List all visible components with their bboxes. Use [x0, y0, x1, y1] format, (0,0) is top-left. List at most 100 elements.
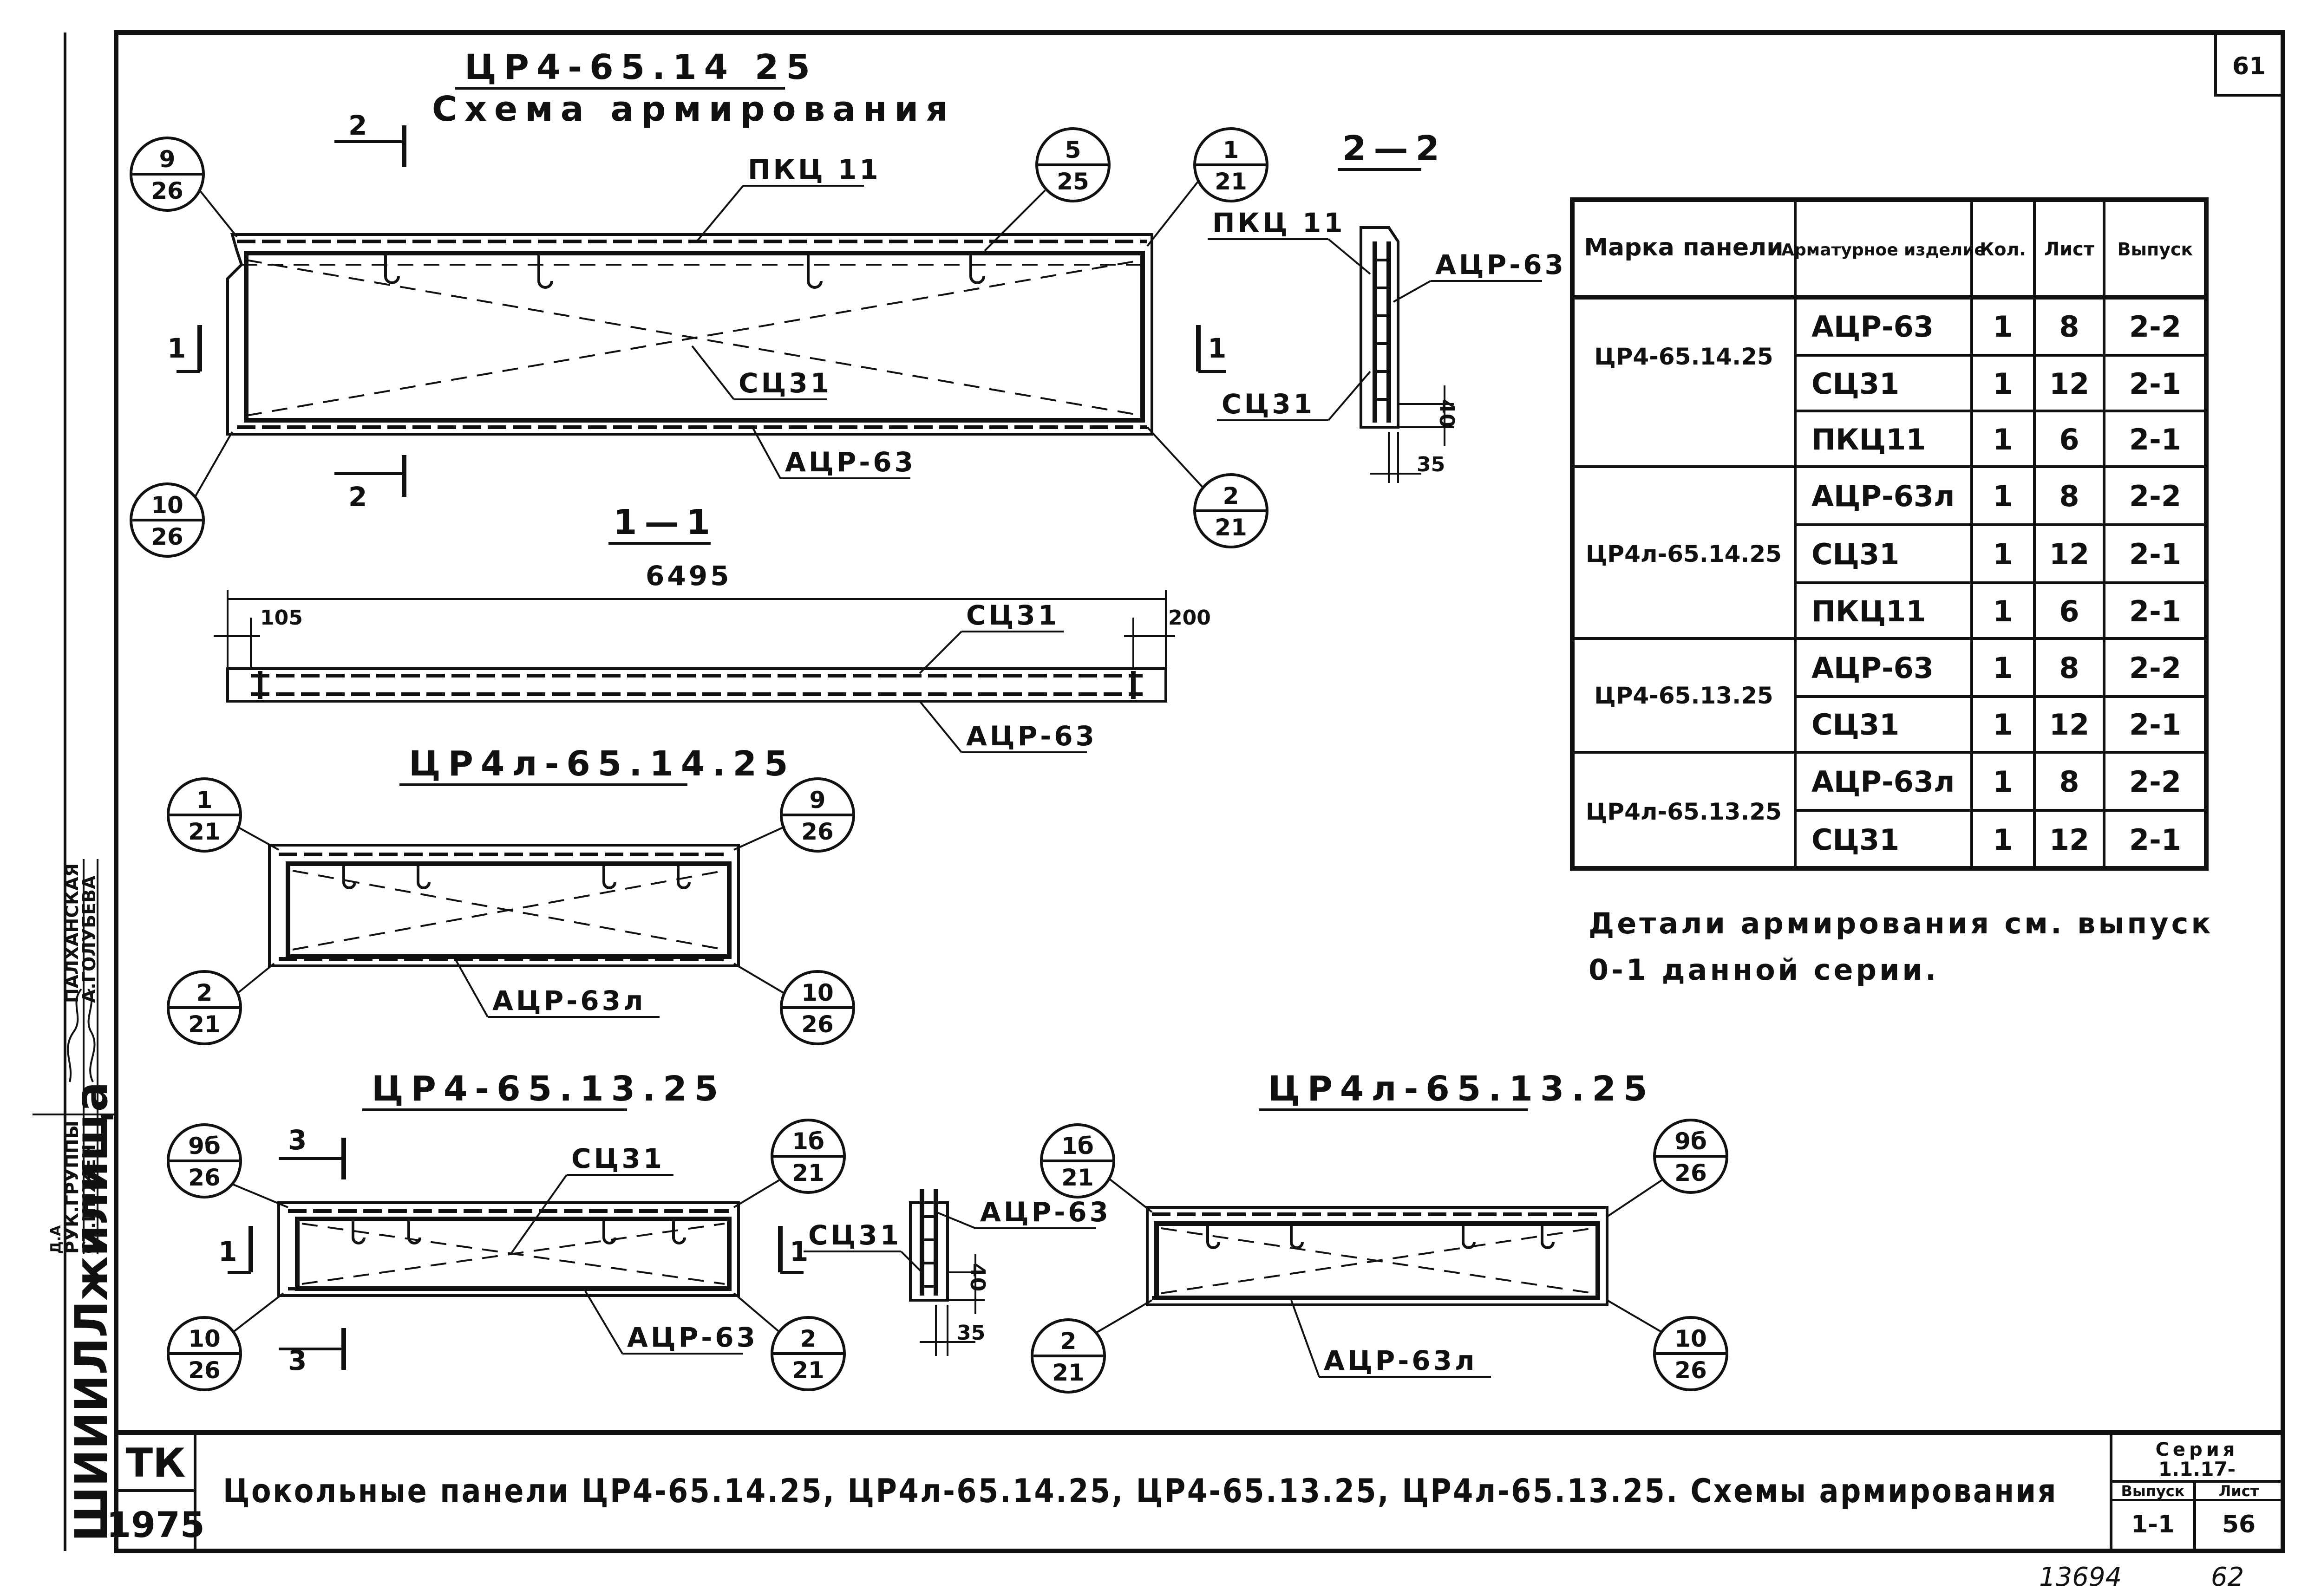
left-stamp-role-2: СТ.ИНЖЕН — [79, 1144, 99, 1254]
svg-text:26: 26 — [1674, 1160, 1707, 1186]
note-line-2: 0-1 данной серии. — [1589, 953, 1939, 987]
svg-text:1: 1 — [1993, 479, 2013, 513]
svg-text:21: 21 — [792, 1160, 824, 1186]
section-1-1-label-top: СЦ31 — [966, 599, 1059, 631]
svg-text:2-2: 2-2 — [2129, 765, 2181, 799]
signature-2 — [87, 988, 96, 1082]
svg-text:1б: 1б — [1061, 1133, 1094, 1160]
svg-text:СЦ31: СЦ31 — [1811, 708, 1899, 742]
section-2-2-label-left: СЦ31 — [1222, 388, 1315, 420]
svg-text:26: 26 — [801, 1011, 834, 1038]
svg-text:2: 2 — [1223, 482, 1239, 509]
view-l-14-25-bottom-label: АЦР-63л — [492, 985, 646, 1016]
section-2-2-title: 2—2 — [1342, 129, 1447, 169]
svg-text:2-2: 2-2 — [2129, 479, 2181, 513]
left-stamp-small: Д.А — [48, 1225, 64, 1254]
svg-text:9б: 9б — [1674, 1128, 1707, 1155]
svg-text:1: 1 — [196, 787, 213, 814]
svg-text:1: 1 — [1993, 537, 2013, 571]
view-l-13-25-callout-10-26: 10 26 — [1606, 1299, 1728, 1391]
svg-text:1: 1 — [1993, 765, 2013, 799]
main-subtitle: Схема армирования — [432, 89, 955, 129]
table-row: АЦР-63л 1 8 2-2 — [1811, 479, 2181, 513]
note-line-1: Детали армирования см. выпуск — [1589, 906, 2214, 940]
section-1-1: 1—1 6495 105 200 СЦ31 АЦР-63 — [214, 502, 1211, 753]
title-block-series: 1.1.17- — [2158, 1458, 2236, 1480]
section-3-3-label-left: СЦ31 — [808, 1219, 902, 1251]
view-l-13-25-bottom-label: АЦР-63л — [1324, 1345, 1477, 1376]
svg-text:1: 1 — [1993, 594, 2013, 628]
main-callout-2-21: 2 21 — [1146, 426, 1268, 548]
main-section-mark-2-bottom: 2 — [348, 481, 370, 513]
svg-text:1: 1 — [1993, 367, 2013, 401]
main-view: ЦР4-65.14 25 Схема армирования 2 2 1 1 П… — [130, 47, 1268, 558]
footer-handwritten-right: 62 — [2211, 1562, 2244, 1592]
svg-text:2: 2 — [1060, 1328, 1077, 1355]
svg-text:6: 6 — [2059, 594, 2079, 628]
section-3-3-label-right: АЦР-63 — [980, 1196, 1111, 1228]
main-label-bottom: АЦР-63 — [785, 446, 916, 478]
main-callout-9-26: 9 26 — [130, 137, 238, 238]
view-l-14-25-mark: ЦР4л-65.14.25 — [409, 744, 795, 784]
table-header-item: Арматурное изделие — [1781, 241, 1986, 260]
svg-text:8: 8 — [2059, 310, 2079, 344]
svg-text:АЦР-63л: АЦР-63л — [1811, 479, 1955, 513]
svg-text:2-1: 2-1 — [2129, 823, 2181, 857]
svg-text:2: 2 — [800, 1325, 817, 1352]
view-13-25-callout-1b-21: 1б 21 — [733, 1119, 846, 1208]
svg-text:21: 21 — [1052, 1359, 1085, 1386]
view-l-13-25-mark: ЦР4л-65.13.25 — [1268, 1069, 1654, 1109]
view-13-25-mark: ЦР4-65.13.25 — [372, 1069, 726, 1109]
title-block-sheet: 56 — [2222, 1511, 2256, 1538]
section-3-3-dim-horizontal: 35 — [957, 1321, 985, 1345]
svg-text:СЦ31: СЦ31 — [1811, 537, 1899, 571]
svg-text:2: 2 — [196, 979, 213, 1006]
view-13-25: ЦР4-65.13.25 3 3 1 1 СЦ31 АЦР-63 9б 26 — [167, 1069, 846, 1391]
table-row: АЦР-63л 1 8 2-2 — [1811, 765, 2181, 799]
section-3-3: СЦ31 АЦР-63 40 35 — [804, 1189, 1111, 1356]
table-header-sheet: Лист — [2044, 239, 2095, 260]
view-13-25-section-1-left: 1 — [218, 1236, 240, 1267]
svg-text:ПКЦ11: ПКЦ11 — [1811, 423, 1926, 456]
svg-text:12: 12 — [2049, 708, 2089, 742]
table-row: АЦР-63 1 8 2-2 — [1811, 310, 2181, 344]
view-l-14-25-callout-10-26: 10 26 — [733, 963, 855, 1045]
view-l-13-25-callout-9b-26: 9б 26 — [1606, 1119, 1728, 1218]
table-row: СЦ31 1 12 2-1 — [1811, 708, 2181, 742]
title-block-org: ТК — [126, 1440, 186, 1486]
main-callout-1-21: 1 21 — [1146, 127, 1268, 247]
svg-text:1: 1 — [1993, 823, 2013, 857]
view-13-25-callout-2-21: 2 21 — [733, 1292, 846, 1391]
svg-text:10: 10 — [188, 1325, 221, 1352]
sheet-frame — [33, 30, 2285, 1553]
main-section-mark-1-left: 1 — [167, 332, 189, 364]
title-block: ТК 1975 Цокольные панели ЦР4-65.14.25, Ц… — [106, 1430, 2283, 1551]
section-1-1-right-dim: 200 — [1168, 606, 1211, 630]
svg-text:АЦР-63: АЦР-63 — [1811, 651, 1934, 685]
table-header-panel: Марка панели — [1584, 234, 1783, 261]
svg-text:СЦ31: СЦ31 — [1811, 367, 1899, 401]
svg-text:26: 26 — [188, 1357, 221, 1384]
svg-text:АЦР-63: АЦР-63 — [1811, 310, 1934, 344]
section-1-1-label-bottom: АЦР-63 — [966, 720, 1097, 752]
section-2-2-label-top: ПКЦ 11 — [1212, 207, 1346, 239]
table-panel-4: ЦР4л-65.13.25 — [1586, 798, 1782, 825]
table-header-issue: Выпуск — [2118, 239, 2193, 260]
svg-text:6: 6 — [2059, 423, 2079, 456]
left-stamp-role-1: РУК.ГРУППЫ — [62, 1120, 82, 1254]
view-13-25-section-3-top: 3 — [288, 1124, 309, 1156]
table-header-qty: Кол. — [1980, 239, 2026, 260]
svg-text:2-2: 2-2 — [2129, 651, 2181, 685]
svg-text:2-1: 2-1 — [2129, 708, 2181, 742]
svg-text:12: 12 — [2049, 367, 2089, 401]
svg-text:2-1: 2-1 — [2129, 423, 2181, 456]
main-section-mark-1-right: 1 — [1208, 332, 1229, 364]
main-section-mark-2-top: 2 — [348, 110, 370, 141]
svg-text:26: 26 — [801, 818, 834, 845]
svg-text:1б: 1б — [792, 1128, 824, 1155]
spec-table: Марка панели Арматурное изделие Кол. Лис… — [1570, 197, 2209, 871]
left-stamp: ШИИИЛЛжилища РУК.ГРУППЫ СТ.ИНЖЕН ПАЛХАНС… — [48, 863, 118, 1542]
table-panel-3: ЦР4-65.13.25 — [1594, 682, 1773, 709]
footer-handwritten-left: 13694 — [2039, 1562, 2122, 1592]
